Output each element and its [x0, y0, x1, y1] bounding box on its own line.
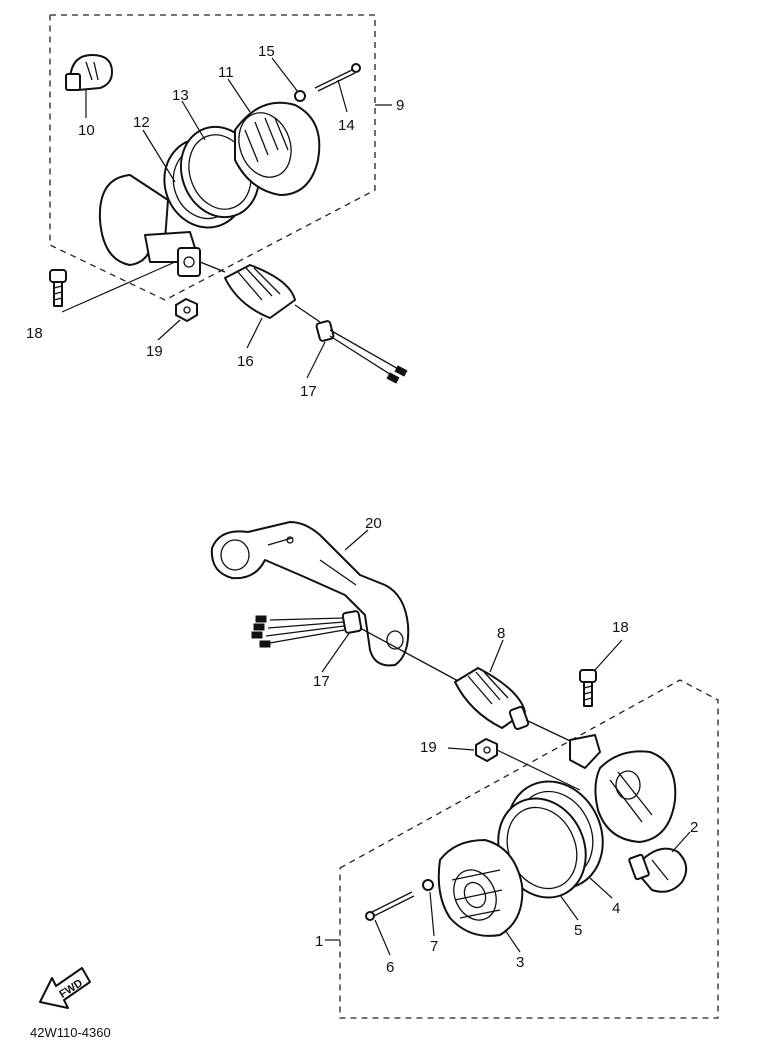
leader-16 — [246, 317, 263, 349]
callout-10: 10 — [78, 122, 95, 139]
leader-7 — [429, 891, 435, 937]
callout-9: 9 — [396, 97, 404, 114]
leader-12 — [142, 129, 176, 183]
leader-3 — [504, 929, 521, 953]
leader-6 — [374, 919, 391, 956]
leader-13 — [181, 100, 206, 141]
leader-18a — [61, 261, 176, 313]
callout-20: 20 — [365, 515, 382, 532]
leader-4 — [589, 877, 613, 899]
callout-3: 3 — [516, 954, 524, 971]
callout-18-lower: 18 — [612, 619, 629, 636]
callout-16: 16 — [237, 353, 254, 370]
harness-17-lower[interactable] — [251, 610, 461, 683]
callout-18-upper: 18 — [26, 325, 43, 342]
upper-stem-bracket — [144, 231, 226, 277]
callout-2: 2 — [690, 819, 698, 836]
callout-11: 11 — [218, 64, 234, 81]
callout-1: 1 — [315, 933, 323, 950]
callout-17-upper: 17 — [300, 383, 317, 400]
bolt-18-upper[interactable] — [49, 269, 67, 307]
callout-12: 12 — [133, 114, 150, 131]
callout-19-upper: 19 — [146, 343, 163, 360]
callout-6: 6 — [386, 959, 394, 976]
housing-body-9[interactable] — [230, 101, 321, 196]
callout-13: 13 — [172, 87, 189, 104]
lower-flasher-assembly: 20 17 8 18 19 2 4 5 3 7 6 1 — [210, 515, 719, 1019]
leader-8 — [489, 639, 504, 673]
bulb-10[interactable] — [65, 54, 113, 91]
callout-17-lower: 17 — [313, 673, 330, 690]
assembly-1-boundary — [339, 679, 719, 1019]
leader-2 — [671, 831, 691, 853]
leader-19b-to-housing — [496, 749, 581, 791]
callout-15: 15 — [258, 43, 275, 60]
leader-19b — [447, 747, 475, 751]
leader-20 — [344, 529, 369, 551]
leader-15 — [271, 57, 299, 93]
assembly-9-boundary — [49, 14, 376, 301]
screw-14[interactable] — [314, 63, 361, 92]
callout-14: 14 — [338, 117, 355, 134]
fwd-arrow: FWD — [39, 967, 91, 1009]
upper-flasher-assembly: 10 12 13 11 15 14 9 18 19 16 17 — [26, 14, 408, 400]
lens-3[interactable] — [437, 839, 524, 937]
leader-17b — [321, 631, 351, 673]
leader-5 — [559, 894, 579, 921]
housing-body-lower[interactable] — [569, 734, 677, 843]
callout-19-lower: 19 — [420, 739, 437, 756]
leader-14 — [337, 79, 348, 113]
grommet-8[interactable] — [454, 667, 586, 749]
bracket-20[interactable] — [210, 521, 410, 667]
screw-6[interactable] — [365, 891, 415, 921]
nut-7[interactable] — [422, 879, 434, 891]
callout-7: 7 — [430, 938, 438, 955]
harness-17-upper[interactable] — [315, 320, 408, 384]
callout-8: 8 — [497, 625, 505, 642]
nut-19-upper[interactable] — [175, 298, 198, 322]
grommet-16[interactable] — [224, 264, 321, 323]
nut-15[interactable] — [294, 90, 306, 102]
diagram-code: 42W110-4360 — [30, 1025, 111, 1040]
bolt-18-lower[interactable] — [579, 669, 597, 707]
callout-5: 5 — [574, 922, 582, 939]
leader-18b — [594, 639, 623, 671]
bulb-2[interactable] — [628, 847, 688, 893]
nut-19-lower[interactable] — [475, 738, 498, 762]
callout-4: 4 — [612, 900, 620, 917]
leader-17a — [306, 341, 326, 379]
leader-19a — [157, 319, 181, 341]
leader-11 — [227, 78, 251, 113]
